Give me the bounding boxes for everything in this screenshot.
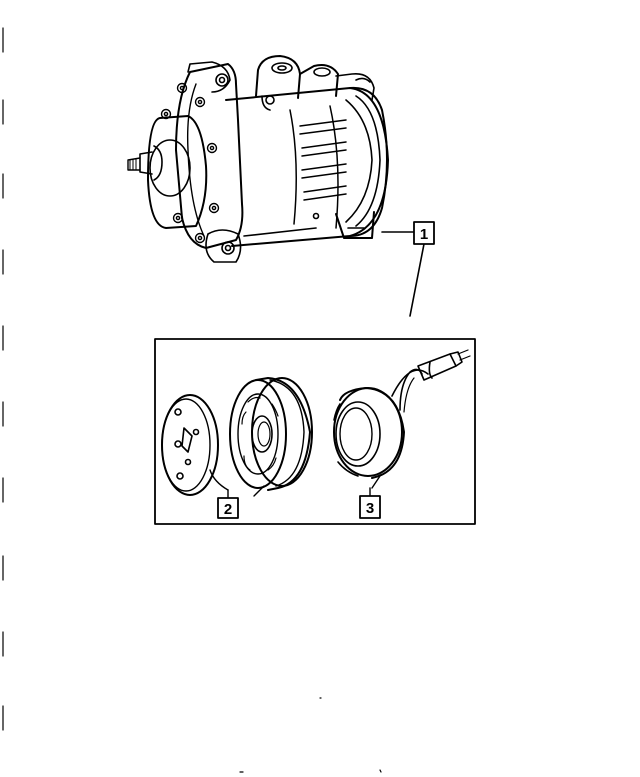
inset-frame [154,338,476,525]
callout-3: 3 [359,487,381,519]
callout-3-label: 3 [366,500,374,517]
compressor-assembly [127,55,389,263]
callout-2-label: 2 [224,501,232,518]
clutch-plate [161,394,229,496]
field-coil [333,349,471,489]
callout-2: 2 [217,489,239,519]
callout-1: 1 [413,221,435,245]
pulley [229,377,313,497]
callout-1-leader [381,231,425,317]
margin-ticks [2,27,382,773]
callout-1-label: 1 [420,226,428,243]
